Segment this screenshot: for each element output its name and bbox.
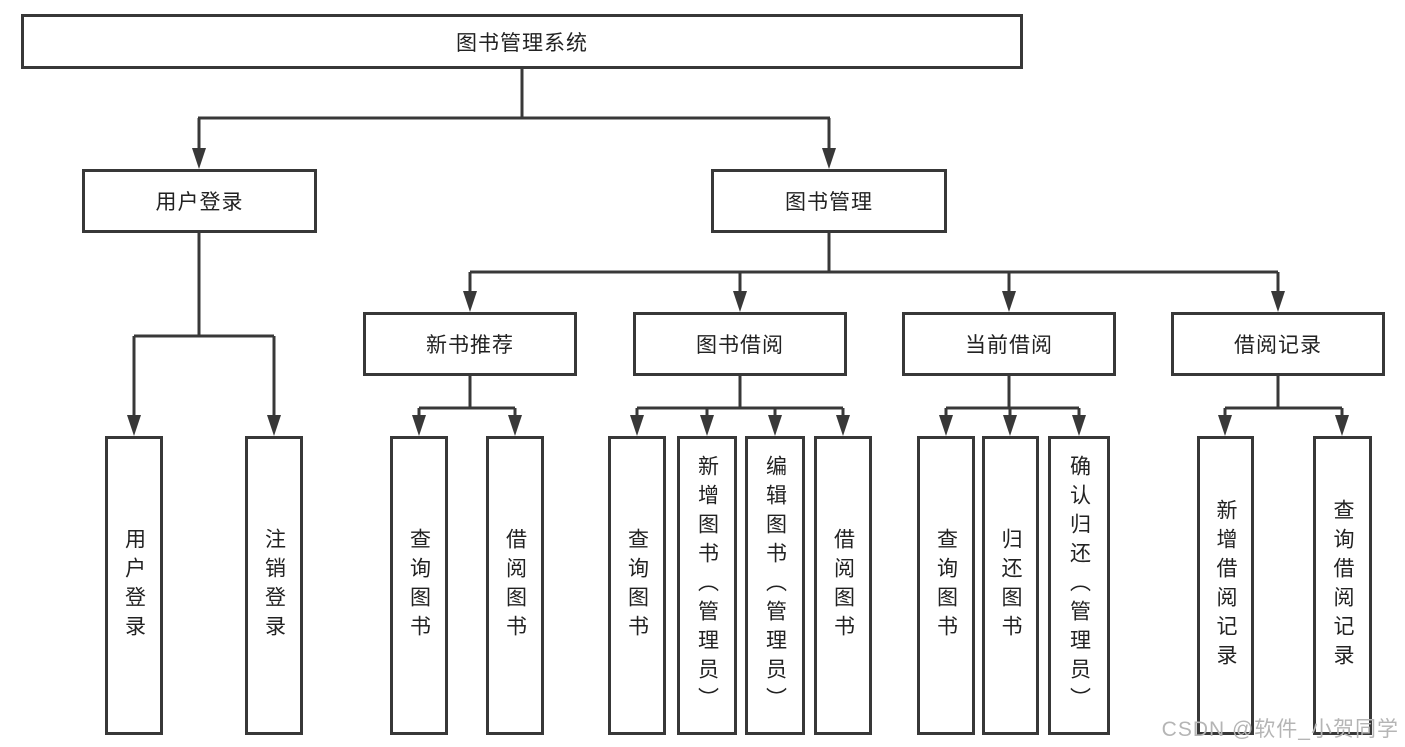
leaf-add-books-admin-label: 新增图书（管理员） <box>695 455 719 716</box>
leaf-logout: 注销登录 <box>245 436 303 735</box>
node-new-book-recommend: 新书推荐 <box>363 312 577 376</box>
leaf-newbook-query-books: 查询图书 <box>390 436 448 735</box>
leaf-current-query-books: 查询图书 <box>917 436 975 735</box>
connector-records-to-leaves <box>1223 376 1344 417</box>
leaf-query-borrow-record-label: 查询借阅记录 <box>1331 498 1354 673</box>
connector-currentborrow-to-leaves <box>944 376 1081 417</box>
leaf-borrow-query-books: 查询图书 <box>608 436 666 735</box>
leaf-newbook-borrow-books: 借阅图书 <box>486 436 544 735</box>
node-book-management-label: 图书管理 <box>785 191 873 214</box>
leaf-edit-books-admin: 编辑图书（管理员） <box>745 436 805 735</box>
node-book-borrow-label: 图书借阅 <box>696 334 784 357</box>
leaf-newbook-borrow-books-label: 借阅图书 <box>503 527 527 644</box>
leaf-add-books-admin: 新增图书（管理员） <box>677 436 737 735</box>
csdn-watermark: CSDN @软件_小贺同学 <box>1161 718 1399 741</box>
leaf-add-borrow-record: 新增借阅记录 <box>1197 436 1254 735</box>
leaf-newbook-query-books-label: 查询图书 <box>407 527 431 644</box>
node-user-login: 用户登录 <box>82 169 317 233</box>
leaf-confirm-return-admin-label: 确认归还（管理员） <box>1067 455 1091 716</box>
leaf-borrow-books: 借阅图书 <box>814 436 872 735</box>
connector-newbook-to-leaves <box>417 376 517 417</box>
leaf-borrow-books-label: 借阅图书 <box>831 527 855 644</box>
connector-bookborrow-to-leaves <box>635 376 845 417</box>
node-book-management: 图书管理 <box>711 169 947 233</box>
leaf-add-borrow-record-label: 新增借阅记录 <box>1214 498 1237 673</box>
node-root: 图书管理系统 <box>21 14 1023 69</box>
leaf-return-books: 归还图书 <box>982 436 1039 735</box>
leaf-confirm-return-admin: 确认归还（管理员） <box>1048 436 1110 735</box>
connector-root-to-level2 <box>197 68 831 150</box>
leaf-user-login: 用户登录 <box>105 436 163 735</box>
node-root-label: 图书管理系统 <box>456 31 588 55</box>
leaf-user-login-label: 用户登录 <box>122 527 146 644</box>
node-current-borrow-label: 当前借阅 <box>965 334 1053 357</box>
node-book-borrow: 图书借阅 <box>633 312 847 376</box>
leaf-logout-label: 注销登录 <box>262 527 286 644</box>
node-borrow-records: 借阅记录 <box>1171 312 1385 376</box>
connector-userlogin-to-leaves <box>132 233 276 416</box>
node-user-login-label: 用户登录 <box>155 191 244 214</box>
leaf-borrow-query-books-label: 查询图书 <box>625 527 649 644</box>
connector-bookmgmt-to-level3 <box>468 233 1280 293</box>
leaf-query-borrow-record: 查询借阅记录 <box>1313 436 1372 735</box>
node-borrow-records-label: 借阅记录 <box>1234 334 1322 357</box>
node-new-book-recommend-label: 新书推荐 <box>426 334 514 357</box>
leaf-edit-books-admin-label: 编辑图书（管理员） <box>763 455 787 716</box>
arrowhead-icons <box>127 148 1349 436</box>
node-current-borrow: 当前借阅 <box>902 312 1116 376</box>
leaf-return-books-label: 归还图书 <box>999 527 1022 644</box>
leaf-current-query-books-label: 查询图书 <box>934 527 958 644</box>
